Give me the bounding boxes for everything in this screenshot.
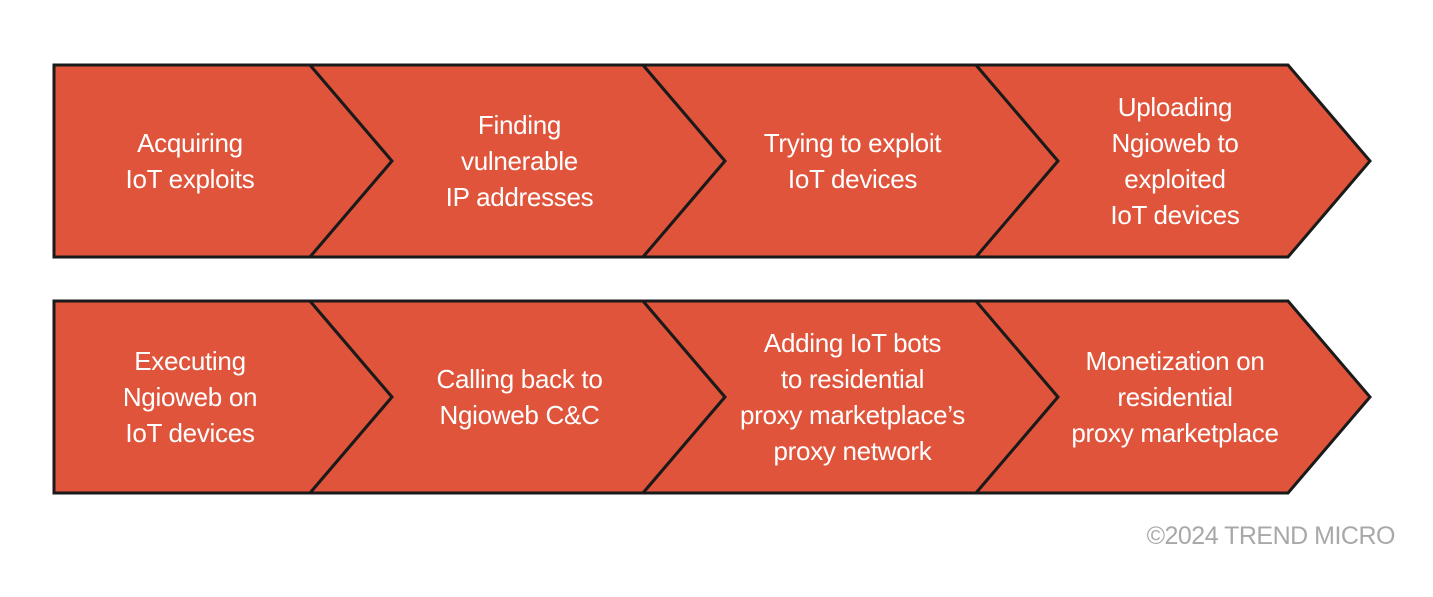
flow-step-label-line: IoT devices bbox=[788, 164, 917, 194]
flow-step-2-label: Finding vulnerable IP addresses bbox=[446, 110, 594, 212]
flow-step-label-line: exploited bbox=[1124, 164, 1225, 194]
flow-step-label-line: residential bbox=[1117, 382, 1232, 412]
flow-step-label-line: Executing bbox=[134, 346, 245, 376]
flow-step-label-line: IoT devices bbox=[1110, 200, 1239, 230]
flow-step-label-line: to residential bbox=[781, 364, 924, 394]
flow-step-label-line: Ngioweb C&C bbox=[440, 400, 600, 430]
flow-step-6-label: Calling back to Ngioweb C&C bbox=[436, 364, 602, 430]
flow-step-label-line: IoT exploits bbox=[126, 164, 255, 194]
flow-step-label-line: proxy marketplace bbox=[1071, 418, 1278, 448]
flow-step-label-line: vulnerable bbox=[461, 146, 578, 176]
flow-step-label-line: Ngioweb on bbox=[123, 382, 257, 412]
flow-step-label-line: IP addresses bbox=[446, 182, 594, 212]
flow-step-4-shape bbox=[972, 63, 1372, 259]
flow-step-8-label: Monetization on residential proxy marketpl… bbox=[1071, 346, 1278, 448]
flow-step-label-line: Monetization on bbox=[1085, 346, 1264, 376]
flow-step-label-line: Calling back to bbox=[436, 364, 602, 394]
copyright-notice: ©2024 TREND MICRO bbox=[1146, 522, 1396, 550]
flow-step-7-label: Adding IoT bots to residential proxy marke… bbox=[740, 328, 965, 466]
flow-step-label-line: IoT devices bbox=[125, 418, 254, 448]
flow-step-label-line: Ngioweb to bbox=[1111, 128, 1238, 158]
flow-step-label-line: Acquiring bbox=[137, 128, 243, 158]
flow-step-label-line: Adding IoT bots bbox=[764, 328, 941, 358]
flow-step-label-line: proxy marketplace’s bbox=[740, 400, 965, 430]
flow-step-label-line: proxy network bbox=[774, 436, 933, 466]
flow-step-label-line: Finding bbox=[478, 110, 561, 140]
flow-step-label-line: Uploading bbox=[1118, 92, 1232, 122]
flow-step-8-shape bbox=[972, 299, 1372, 495]
flow-step-label-line: Trying to exploit bbox=[764, 128, 943, 158]
